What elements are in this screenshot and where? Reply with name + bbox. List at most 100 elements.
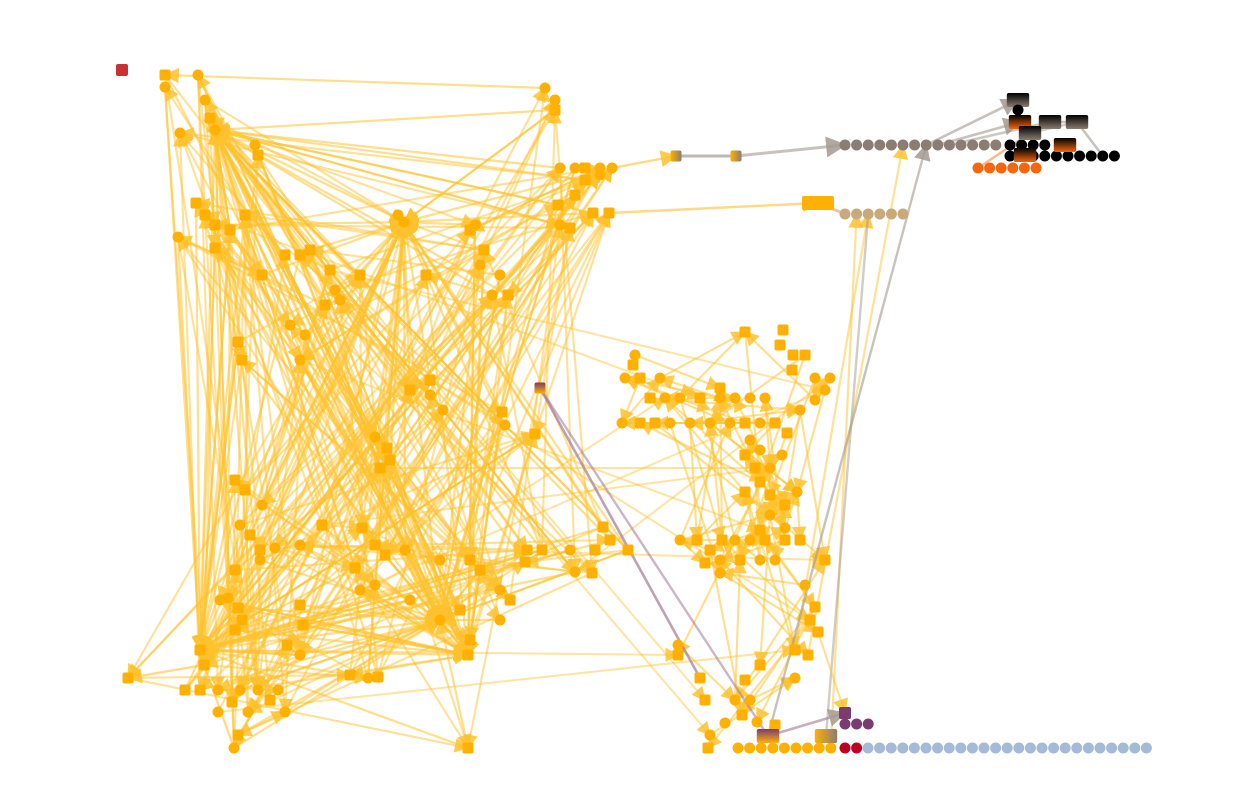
graph-edge	[237, 166, 613, 736]
graph-edge	[384, 166, 601, 556]
graph-node-circle	[494, 614, 506, 626]
graph-edge	[348, 653, 469, 681]
graph-node-square	[239, 484, 251, 496]
graph-edge	[538, 387, 702, 679]
graph-node-circle	[732, 742, 744, 754]
graph-node-square	[789, 644, 801, 656]
graph-node-circle	[249, 139, 261, 151]
graph-node-square	[236, 614, 248, 626]
graph-edge	[718, 567, 806, 587]
graph-node-square	[254, 544, 266, 556]
graph-edge	[213, 108, 556, 137]
graph-node-circle	[978, 139, 990, 151]
graph-node-square	[819, 554, 831, 566]
graph-node-square	[552, 199, 564, 211]
graph-node-circle	[404, 594, 416, 606]
graph-node-circle	[932, 742, 944, 754]
graph-node-circle	[172, 231, 184, 243]
graph-edge	[743, 330, 816, 401]
graph-edge	[349, 211, 594, 676]
graph-edge	[204, 214, 702, 401]
graph-edge	[248, 534, 265, 692]
graph-node-square	[716, 534, 728, 546]
graph-node-circle	[897, 139, 909, 151]
graph-edge	[574, 377, 832, 573]
graph-edge	[286, 397, 667, 646]
graph-node-circle	[228, 742, 240, 754]
graph-node-square	[787, 349, 799, 361]
graph-edge	[217, 86, 546, 713]
graph-node-circle	[594, 169, 606, 181]
graph-edge	[126, 663, 205, 684]
graph-node-square	[1038, 115, 1062, 129]
graph-node-circle	[654, 372, 666, 384]
graph-edge	[824, 213, 870, 737]
graph-node-circle	[549, 94, 561, 106]
graph-node-square	[204, 112, 216, 124]
graph-node-square	[369, 539, 381, 551]
graph-edge	[523, 548, 629, 568]
graph-node-circle	[1036, 742, 1048, 754]
graph-node-circle	[569, 162, 581, 174]
graph-node-square	[179, 684, 191, 696]
graph-node-square	[579, 162, 591, 174]
graph-node-square	[622, 544, 634, 556]
graph-node-circle	[909, 139, 921, 151]
graph-edge	[664, 397, 787, 506]
graph-edge	[199, 647, 680, 662]
graph-edge	[256, 436, 376, 692]
graph-node-square	[597, 521, 609, 533]
graph-edge	[229, 214, 399, 704]
graph-node-square	[384, 454, 396, 466]
graph-edge	[197, 74, 470, 657]
graph-node-square	[281, 639, 293, 651]
graph-edge	[213, 123, 561, 170]
graph-node-circle	[874, 208, 886, 220]
graph-node-circle	[494, 269, 506, 281]
graph-node-circle	[674, 534, 686, 546]
graph-node-circle	[684, 417, 696, 429]
graph-node-circle	[851, 139, 863, 151]
graph-node-square	[802, 649, 814, 661]
graph-node-circle	[272, 684, 284, 696]
graph-edge	[209, 117, 706, 702]
graph-node-circle	[1117, 742, 1129, 754]
graph-edge	[779, 409, 802, 507]
graph-edge	[249, 273, 362, 536]
graph-node-circle	[1140, 742, 1152, 754]
graph-edge	[816, 631, 848, 715]
graph-node-circle	[294, 539, 306, 551]
graph-edge	[247, 424, 506, 714]
graph-edge	[793, 212, 874, 651]
graph-edge	[366, 583, 382, 679]
graph-edge	[254, 144, 477, 228]
graph-edge	[227, 167, 576, 600]
graph-node-square	[232, 336, 244, 348]
graph-edge	[179, 131, 562, 230]
graph-edge	[688, 422, 704, 542]
graph-node-circle	[839, 139, 851, 151]
graph-node-circle	[1007, 162, 1019, 174]
graph-node-circle	[972, 162, 984, 174]
graph-node-square	[730, 150, 742, 162]
graph-edge	[196, 74, 225, 692]
graph-node-circle	[714, 567, 726, 579]
graph-node-square	[304, 244, 316, 256]
graph-node-circle	[791, 486, 803, 498]
graph-edge	[829, 212, 864, 749]
graph-node-circle	[755, 742, 767, 754]
graph-node-circle	[1004, 139, 1016, 151]
graph-edge	[214, 247, 471, 562]
graph-node-circle	[776, 449, 788, 461]
graph-node-circle	[885, 139, 897, 151]
graph-edge	[433, 264, 482, 622]
graph-edge	[949, 120, 1051, 147]
graph-node-square	[504, 594, 516, 606]
graph-edge	[212, 128, 376, 586]
graph-node-square	[239, 209, 251, 221]
graph-node-square	[714, 382, 726, 394]
graph-edge	[429, 379, 812, 621]
graph-node-circle	[862, 718, 874, 730]
graph-node-square	[229, 474, 241, 486]
graph-node-circle	[434, 554, 446, 566]
